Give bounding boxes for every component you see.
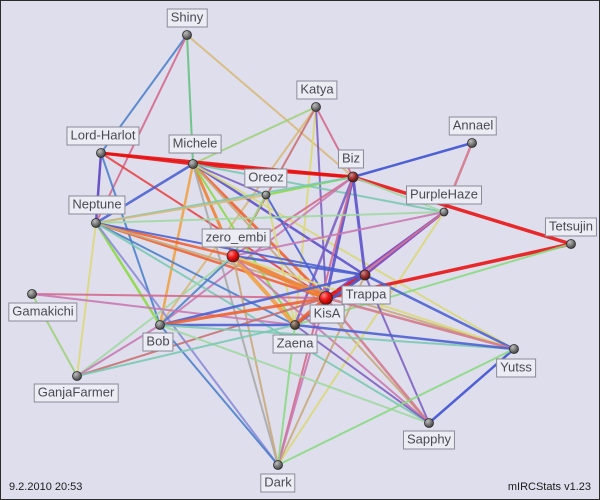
graph-node[interactable]	[72, 371, 82, 381]
graph-edge	[277, 348, 515, 466]
node-label-michele[interactable]: Michele	[168, 134, 222, 154]
graph-edge	[95, 34, 188, 224]
graph-node[interactable]	[226, 249, 240, 263]
node-label-dark[interactable]: Dark	[260, 473, 296, 493]
graph-node[interactable]	[424, 418, 434, 428]
graph-node[interactable]	[439, 207, 449, 217]
graph-edge	[95, 222, 366, 276]
node-label-zero_embi[interactable]: zero_embi	[201, 228, 271, 248]
graph-edge	[192, 163, 279, 466]
graph-node[interactable]	[182, 30, 192, 40]
graph-edge	[95, 222, 279, 466]
graph-edge	[76, 297, 327, 377]
graph-edge	[293, 323, 516, 351]
node-label-yutss[interactable]: Yutss	[496, 358, 536, 378]
graph-node[interactable]	[155, 320, 165, 330]
node-label-neptune[interactable]: Neptune	[68, 195, 126, 215]
graph-node[interactable]	[91, 218, 101, 228]
node-label-oreoz[interactable]: Oreoz	[244, 168, 288, 188]
graph-node[interactable]	[311, 102, 321, 112]
node-label-sapphy[interactable]: Sapphy	[402, 430, 456, 450]
graph-edge	[351, 175, 573, 246]
graph-edge	[159, 324, 279, 466]
node-label-purplehaze[interactable]: PurpleHaze	[406, 185, 482, 205]
node-layer	[27, 30, 576, 470]
graph-edge	[159, 106, 317, 326]
node-label-zaena[interactable]: Zaena	[272, 334, 318, 354]
graph-edge	[76, 255, 234, 377]
node-label-kisa[interactable]: KisA	[309, 304, 345, 324]
node-label-biz[interactable]: Biz	[337, 149, 365, 169]
generator-footer: mIRCStats v1.23	[507, 481, 591, 493]
node-label-tetsujin[interactable]: Tetsujin	[544, 217, 598, 237]
node-label-annael[interactable]: Annael	[448, 116, 498, 136]
graph-node[interactable]	[96, 148, 106, 158]
graph-edge	[76, 324, 296, 377]
graph-edge	[192, 106, 317, 165]
graph-edge	[277, 297, 327, 466]
graph-edge	[159, 324, 515, 350]
graph-node[interactable]	[319, 291, 333, 305]
graph-edge	[159, 324, 430, 424]
graph-edge	[95, 211, 445, 224]
node-label-ganjafarmer[interactable]: GanjaFarmer	[33, 383, 119, 403]
graph-node[interactable]	[290, 320, 300, 330]
graph-edge	[95, 222, 430, 424]
graph-edge	[158, 273, 367, 327]
node-label-katya[interactable]: Katya	[296, 80, 338, 100]
graph-edge	[232, 255, 430, 424]
graph-edge	[159, 255, 234, 326]
graph-edge	[231, 254, 367, 277]
node-label-lord-harlot[interactable]: Lord-Harlot	[66, 126, 140, 146]
graph-node[interactable]	[359, 269, 371, 281]
graph-node[interactable]	[509, 344, 519, 354]
graph-edge	[95, 194, 267, 224]
graph-edge	[265, 194, 327, 299]
graph-node[interactable]	[261, 190, 271, 200]
graph-edge	[352, 176, 445, 213]
timestamp-footer: 9.2.2010 20:53	[9, 481, 83, 493]
graph-edge	[158, 162, 195, 327]
graph-edge	[351, 175, 367, 277]
graph-edge	[31, 293, 296, 326]
node-label-trappa[interactable]: Trappa	[341, 285, 391, 305]
graph-edge	[192, 163, 515, 350]
graph-edge	[94, 221, 235, 258]
graph-edge	[230, 253, 329, 301]
graph-node[interactable]	[273, 460, 283, 470]
node-label-bob[interactable]: Bob	[142, 332, 174, 352]
graph-node[interactable]	[467, 138, 477, 148]
graph-edge	[277, 274, 366, 466]
node-label-gamakichi[interactable]: Gamakichi	[8, 302, 78, 322]
graph-node[interactable]	[347, 171, 359, 183]
graph-node[interactable]	[566, 239, 576, 249]
graph-edge	[232, 211, 445, 257]
graph-edge	[186, 34, 354, 178]
graph-edge	[192, 163, 445, 213]
node-label-shiny[interactable]: Shiny	[166, 8, 208, 28]
graph-edge	[324, 296, 516, 351]
graph-node[interactable]	[188, 159, 198, 169]
graph-edge	[231, 254, 297, 327]
graph-edge	[351, 141, 474, 179]
graph-node[interactable]	[27, 289, 37, 299]
graph-edge	[158, 296, 328, 327]
graph-edge	[192, 163, 267, 196]
